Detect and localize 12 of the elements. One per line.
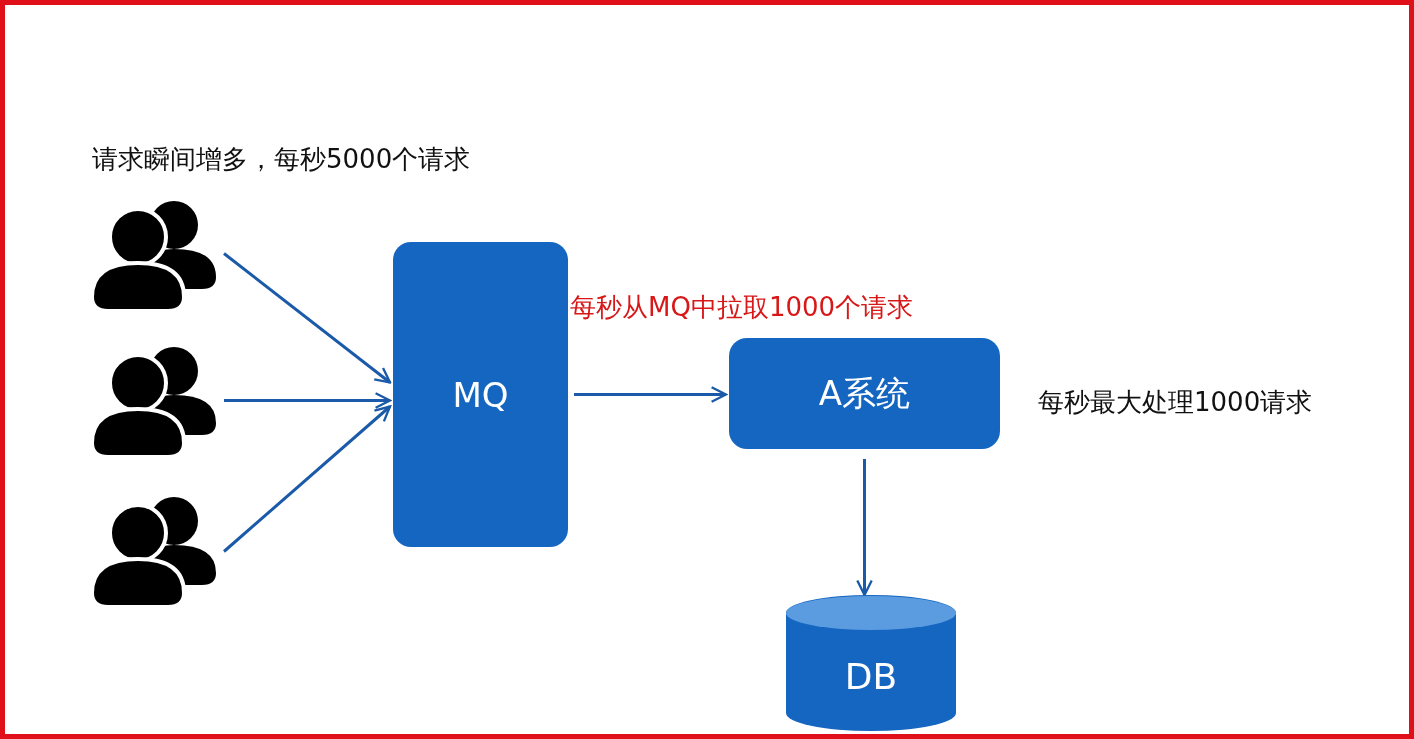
note-text: 请求瞬间增多，每秒5000个请求 (92, 143, 471, 176)
arrow (223, 405, 392, 553)
arrow (574, 386, 728, 403)
arrow (223, 252, 392, 384)
process-box (729, 338, 1000, 449)
node-label: DB (844, 655, 898, 697)
arrow (856, 459, 873, 597)
arrow (224, 392, 392, 409)
process-box (393, 242, 568, 547)
capacity-note: 每秒最大处理1000请求 (1038, 386, 1313, 419)
node-label: MQ (452, 374, 509, 415)
node-label: A系统 (818, 371, 911, 415)
